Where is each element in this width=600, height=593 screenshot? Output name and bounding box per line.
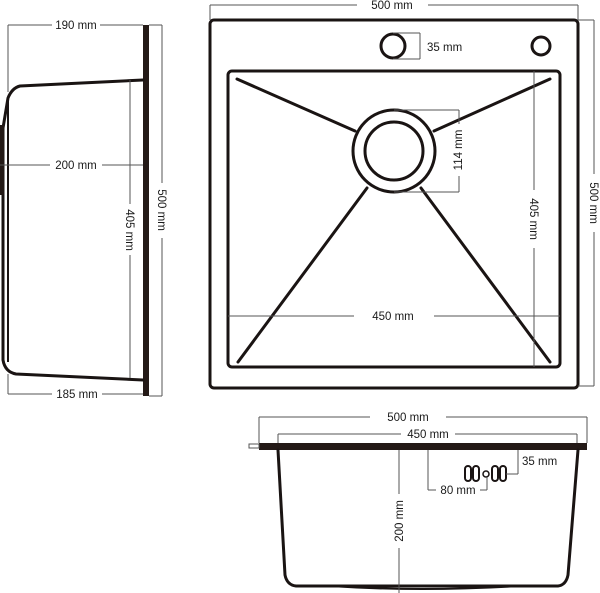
channel-line-bottom-right — [419, 186, 552, 364]
side-view-overall-length-label: 500 mm — [155, 189, 167, 231]
side-view: 190 mm 200 mm 405 mm 500 mm 185 mm — [0, 20, 167, 401]
accessory-hole-icon — [530, 35, 552, 57]
top-view-overall-width-label: 500 mm — [371, 0, 413, 12]
top-view-overall-length-label: 500 mm — [587, 182, 599, 224]
front-view: 500 mm 450 mm 35 mm 80 mm 200 mm — [248, 412, 588, 593]
side-view-overflow — [0, 125, 4, 195]
channel-line-top-right — [432, 77, 552, 133]
front-view-bowl-width-label: 450 mm — [407, 429, 449, 441]
top-view-deck-outline — [208, 18, 580, 390]
top-view-bowl-outline — [226, 69, 562, 369]
top-view-bowl-width-label: 450 mm — [372, 311, 414, 323]
channel-line-bottom-left — [236, 186, 369, 364]
side-view-bottom-width-label: 185 mm — [56, 389, 98, 401]
side-view-bowl-outline — [1, 78, 145, 382]
top-view-tap-hole-label: 35 mm — [427, 42, 462, 54]
front-view-tap-stub — [248, 443, 260, 449]
front-view-depth-label: 200 mm — [394, 500, 406, 542]
front-view-overflow-offset-label: 35 mm — [522, 456, 557, 468]
front-view-overflow-width-label: 80 mm — [440, 485, 475, 497]
top-view-bowl-length-label: 405 mm — [527, 198, 539, 240]
front-view-drain-bottom — [329, 585, 521, 590]
top-view: 35 mm 114 mm 500 mm 500 mm 405 mm — [208, 0, 599, 390]
front-view-bowl-outline — [276, 448, 580, 588]
side-view-flange — [143, 25, 149, 396]
overflow-slots-icon — [464, 465, 507, 482]
drain-inner-ring-icon — [363, 120, 425, 182]
top-view-drain-diameter-label: 114 mm — [453, 130, 465, 171]
front-view-rim — [259, 443, 587, 450]
side-view-top-width-label: 190 mm — [55, 20, 97, 32]
side-view-depth-label: 200 mm — [55, 160, 97, 172]
side-view-bowl-length-label: 405 mm — [123, 209, 135, 251]
front-view-overall-width-label: 500 mm — [387, 412, 429, 424]
channel-line-top-left — [235, 77, 357, 133]
tap-hole-icon — [379, 32, 407, 60]
